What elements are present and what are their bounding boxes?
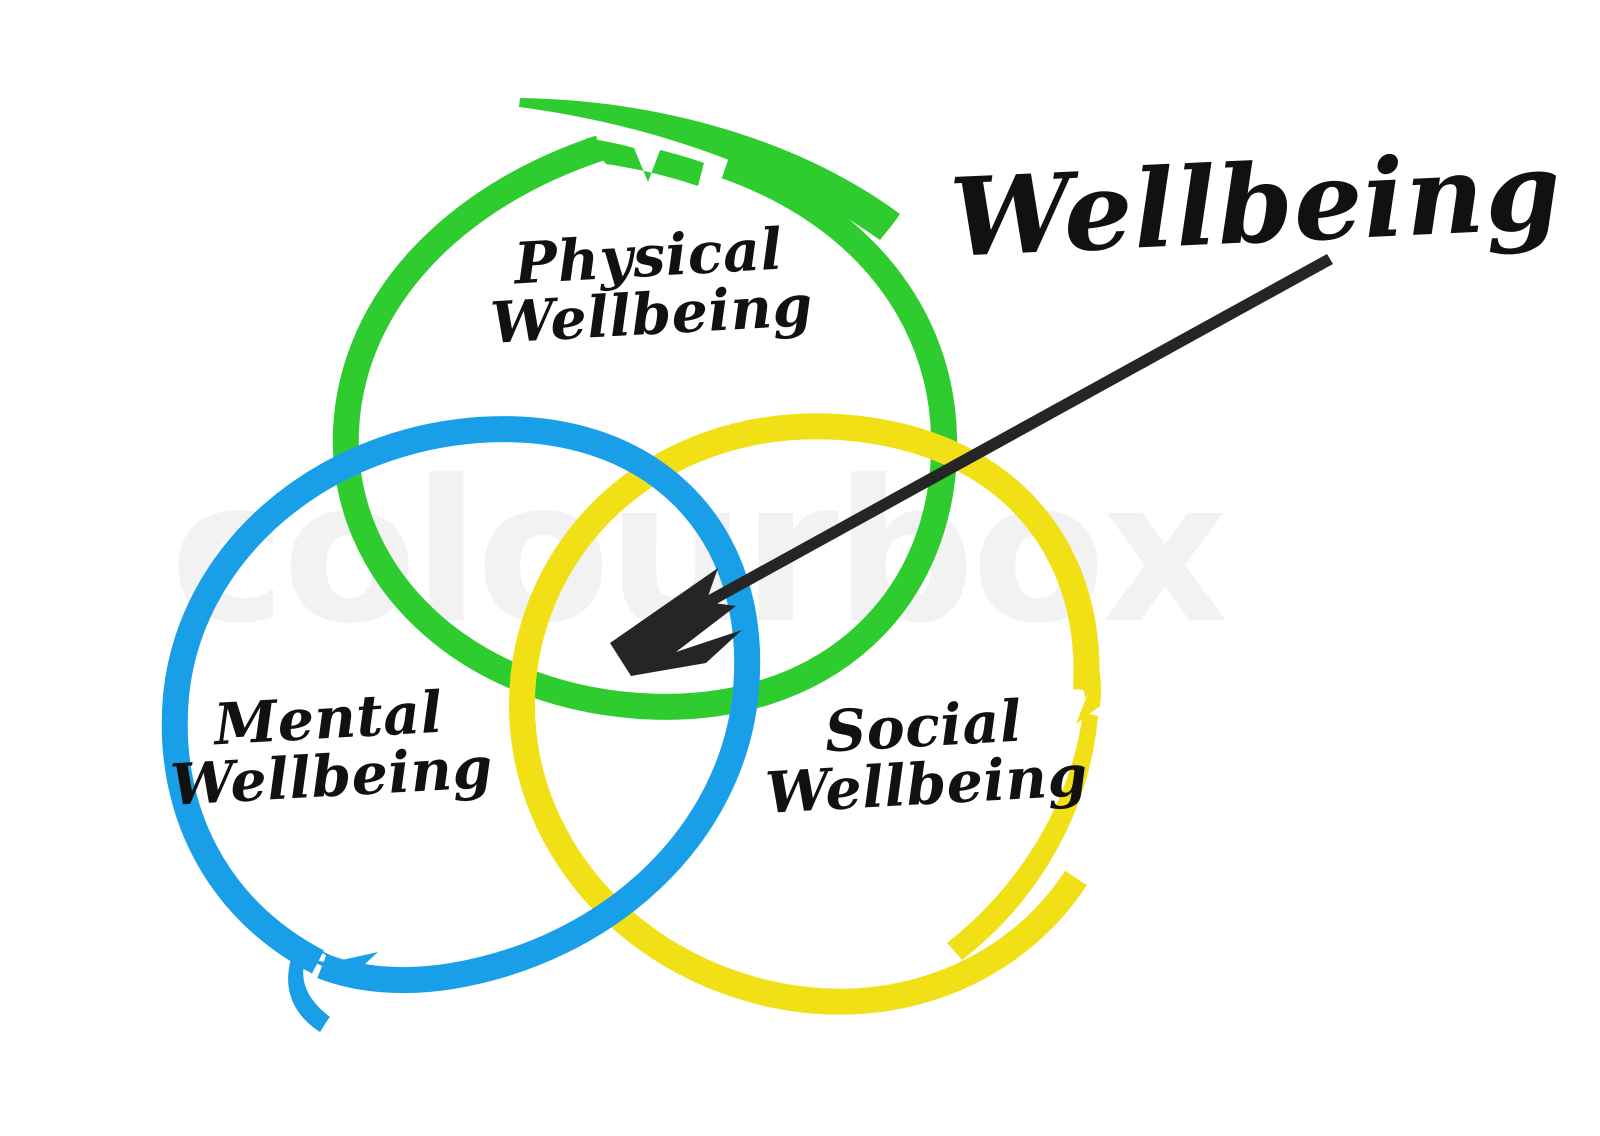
- circle-mental[interactable]: [161, 416, 761, 1032]
- circle-label-social: Social Wellbeing: [757, 688, 1093, 827]
- arrow-head: [610, 568, 742, 676]
- circle-mental-ring: [161, 416, 761, 994]
- circle-social-tail: [947, 712, 1098, 960]
- circle-social-stroke-end: [1072, 646, 1102, 724]
- circle-social-ring: [508, 413, 1100, 1015]
- circle-physical[interactable]: [332, 98, 958, 720]
- circle-physical-stroke-end: [586, 138, 704, 186]
- circle-mental-stroke-end: [300, 938, 378, 976]
- circle-physical-tail: [519, 98, 900, 240]
- circle-physical-ring: [332, 135, 958, 720]
- arrow-shaft: [634, 254, 1333, 646]
- circle-label-physical: Physical Wellbeing: [457, 216, 843, 357]
- circle-label-mental: Mental Wellbeing: [137, 679, 523, 819]
- pointer-arrow: [610, 254, 1333, 676]
- circle-social[interactable]: [508, 413, 1102, 1015]
- circle-mental-tail: [288, 950, 330, 1032]
